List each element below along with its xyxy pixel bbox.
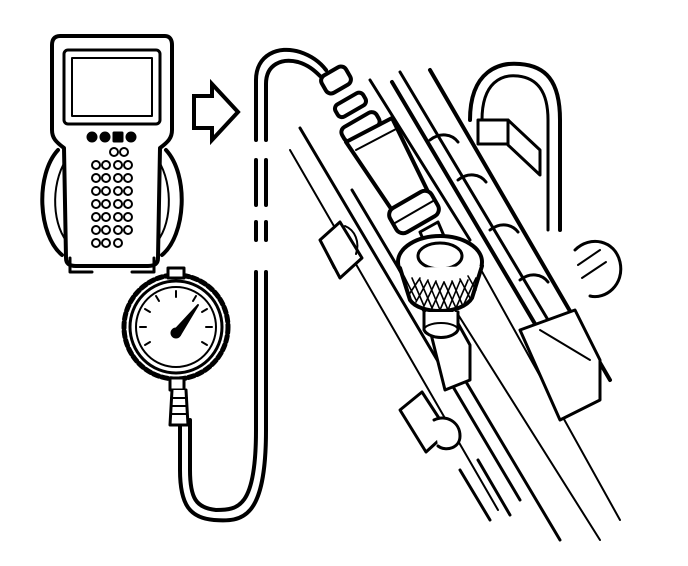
- hose-icon: [178, 47, 328, 523]
- direction-arrow-icon: [192, 78, 241, 146]
- pressure-gauge-icon: [121, 266, 231, 427]
- scan-tool-icon: [40, 34, 184, 274]
- test-port-icon: [319, 64, 484, 339]
